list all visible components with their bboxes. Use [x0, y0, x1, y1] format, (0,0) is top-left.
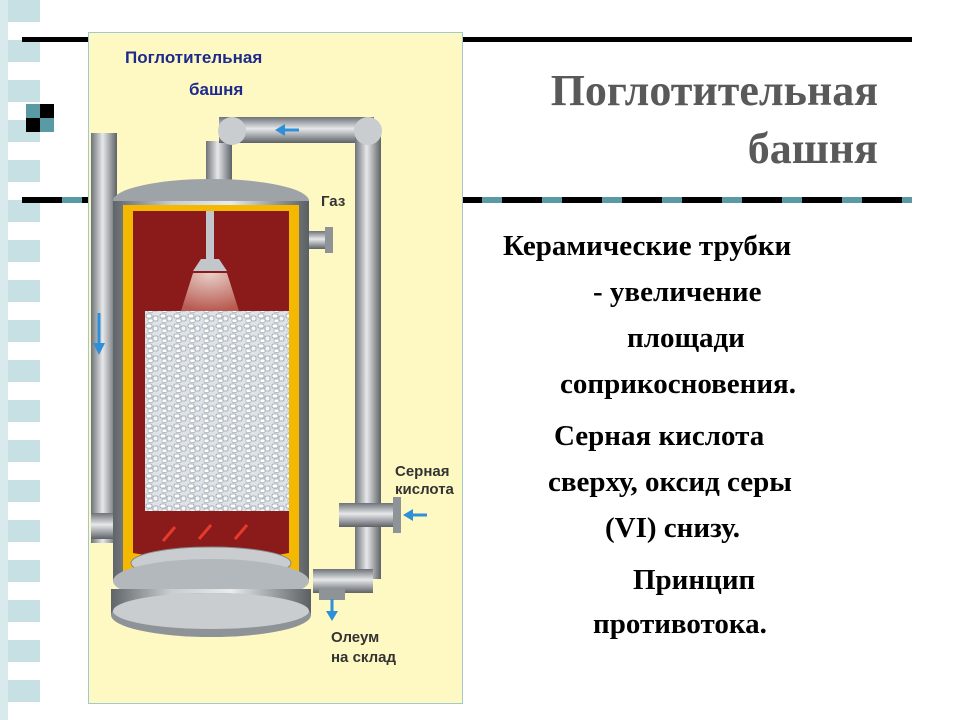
tower-figure: Поглотительная башня Газ Серная кислота … — [88, 32, 463, 704]
oleum-label-line1: Олеум — [331, 629, 380, 646]
text-line: соприкосновения. — [560, 368, 796, 400]
decor-square — [26, 118, 40, 132]
decor-square — [40, 104, 54, 118]
text-line: площади — [627, 322, 745, 354]
decor-square — [40, 118, 54, 132]
text-line: Принцип — [633, 564, 756, 596]
slide-title-line1: Поглотительная — [550, 66, 878, 115]
text-line: (VI) снизу. — [605, 512, 740, 544]
acid-label-line1: Серная — [395, 463, 450, 480]
slide-title-line2: башня — [747, 124, 878, 173]
mid-rule — [22, 197, 912, 203]
decor-square — [26, 104, 40, 118]
text-line: - увеличение — [593, 276, 762, 308]
top-rule — [22, 37, 912, 42]
absorption-tower-diagram — [91, 117, 427, 637]
oleum-label-line2: на склад — [331, 649, 396, 666]
slide-title: Поглотительная башня — [551, 62, 878, 178]
text-line: Серная кислота — [554, 420, 765, 452]
figure-title-line2: башня — [189, 80, 244, 99]
gas-label: Газ — [321, 193, 346, 210]
text-line: Керамические трубки — [503, 230, 792, 262]
text-line: сверху, оксид серы — [548, 466, 792, 498]
acid-label-line2: кислота — [395, 481, 454, 498]
text-line: противотока. — [593, 608, 767, 640]
figure-title-line1: Поглотительная — [125, 48, 263, 67]
